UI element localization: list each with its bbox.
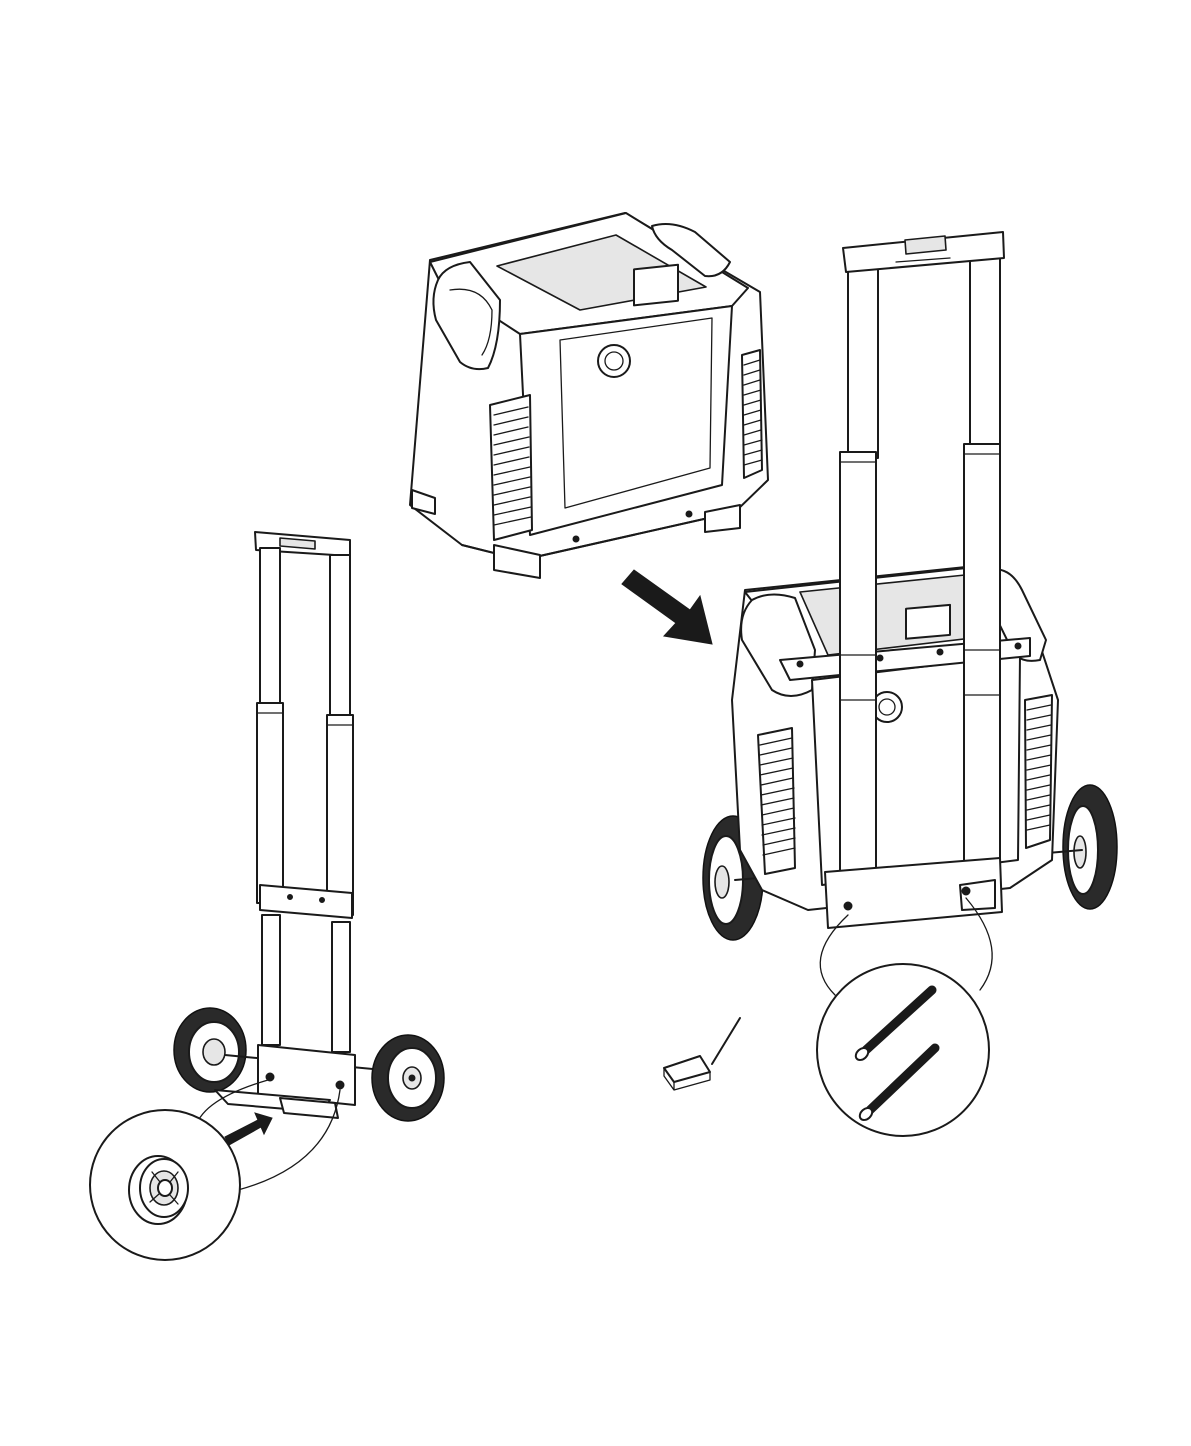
left-vent-grille (490, 395, 532, 540)
right-vent-grille (742, 350, 762, 478)
right-wheel (1063, 785, 1117, 909)
trolley-left-wheel (174, 1008, 246, 1092)
trolley-right-wheel (372, 1035, 444, 1121)
bolt-detail-callout (817, 964, 989, 1136)
power-station (410, 213, 768, 578)
wheel-hub-detail-callout (90, 1110, 240, 1260)
insert-arrow (622, 570, 712, 644)
empty-trolley (174, 532, 444, 1121)
wheel-hub-icon (129, 1156, 188, 1224)
hex-key-tool (664, 1018, 740, 1090)
display-panel (634, 265, 678, 306)
wheel-insert-arrow (225, 1113, 272, 1145)
assembled-power-station-on-trolley (703, 232, 1117, 940)
outlet-icon (598, 345, 630, 377)
